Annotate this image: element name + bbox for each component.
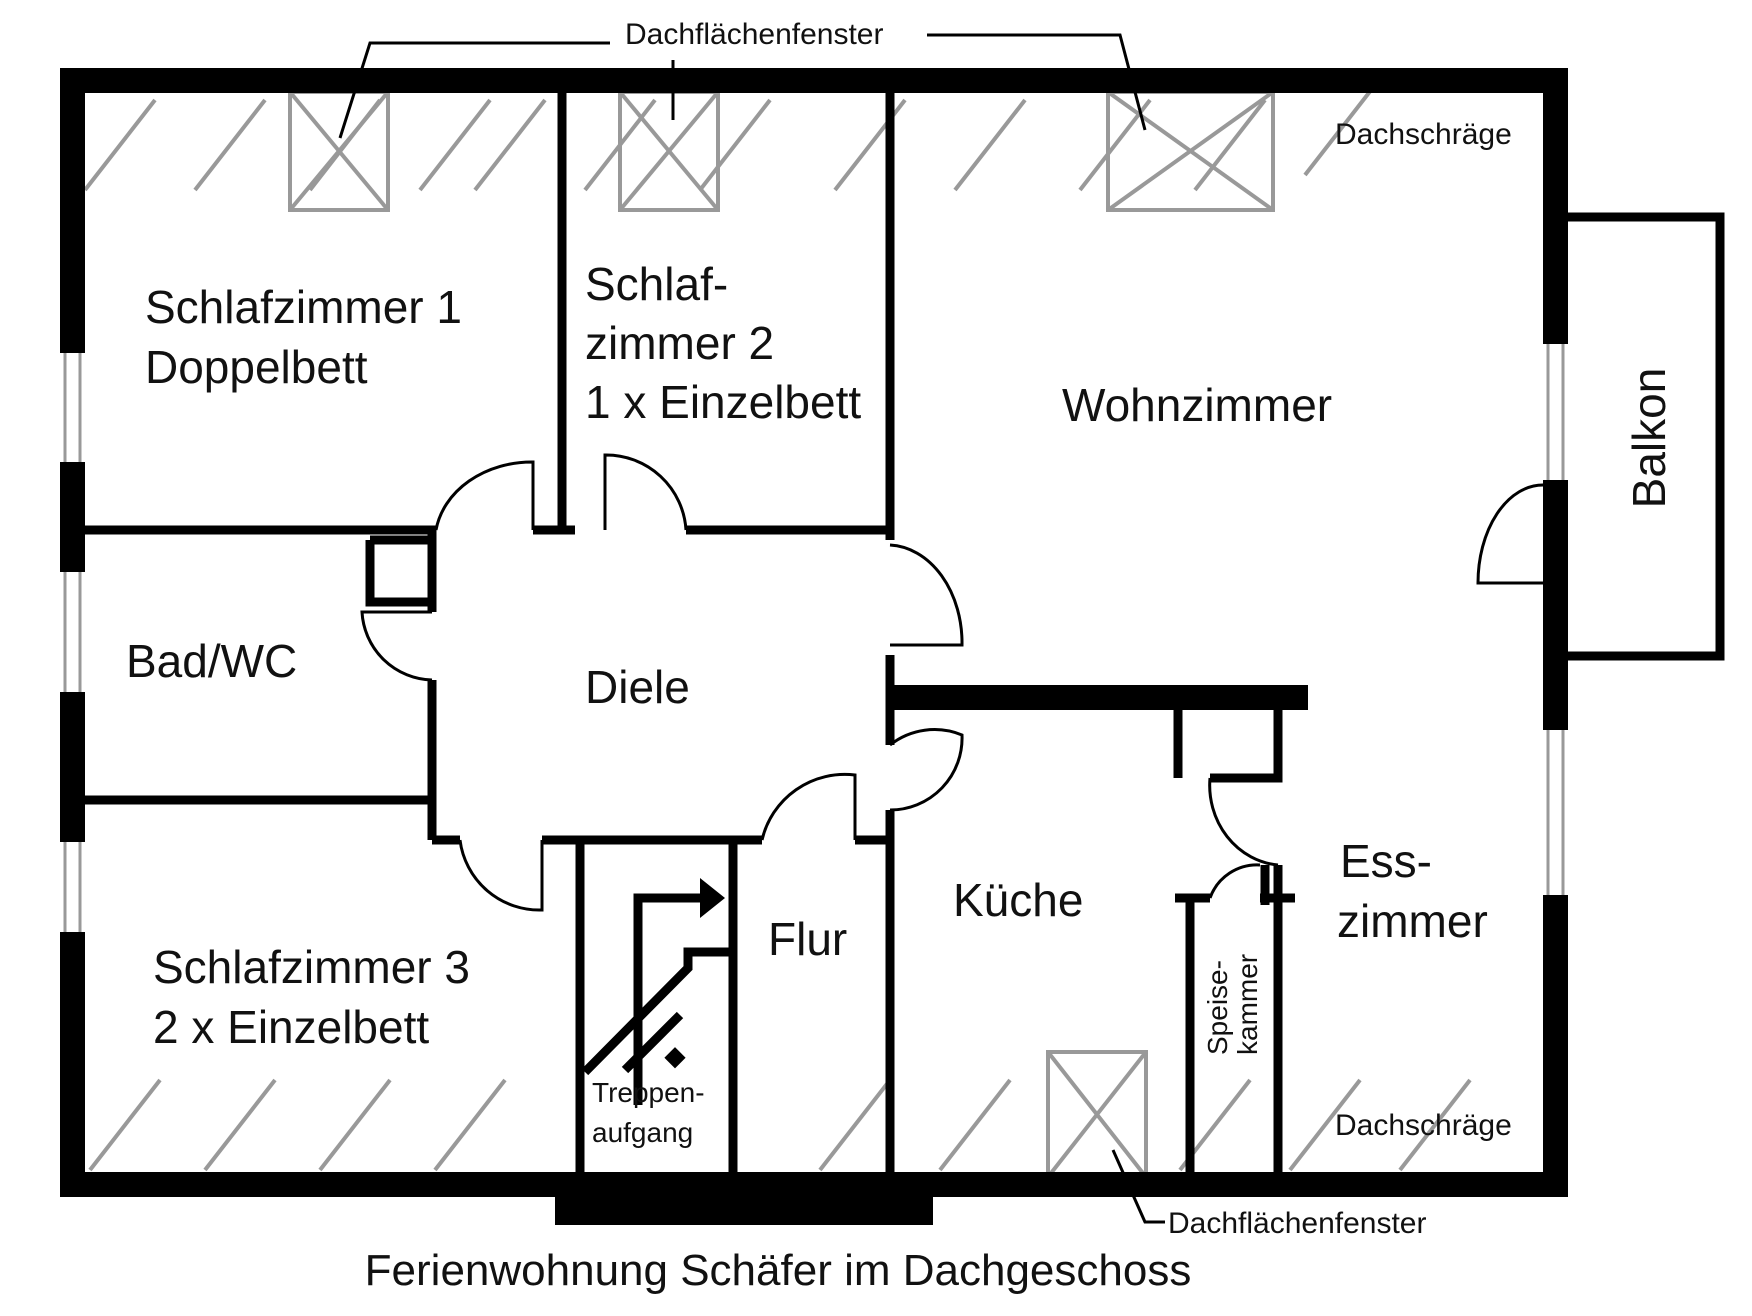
room-schlafzimmer1-line2: Doppelbett: [145, 341, 368, 393]
roof-slope-hatching-bottom: [88, 1078, 1472, 1172]
room-flur: Flur: [768, 913, 847, 965]
skylight-living-room: [1106, 90, 1275, 212]
slope-top-label: Dachschräge: [1335, 118, 1512, 151]
room-schlafzimmer3-line1: Schlafzimmer 3: [153, 941, 470, 993]
roof-slope-hatching-top: [83, 83, 1377, 192]
room-esszimmer-line1: Ess-: [1340, 835, 1432, 887]
skylight-bedroom1: [288, 90, 390, 212]
room-bad: Bad/WC: [126, 635, 297, 687]
room-speise-line1: Speise-: [1202, 960, 1233, 1055]
staircase: [581, 878, 733, 1105]
doors: [360, 453, 1544, 912]
room-treppe-line2: aufgang: [592, 1117, 693, 1148]
room-speise-line2: kammer: [1232, 954, 1263, 1055]
skylight-top-label: Dachflächenfenster: [625, 18, 884, 51]
skylight-kitchen: [1046, 1050, 1148, 1179]
skylight-bedroom2: [618, 90, 720, 212]
balcony-outline: [1568, 212, 1725, 661]
annotation-leaders: [338, 33, 1165, 1224]
room-schlafzimmer3-line2: 2 x Einzelbett: [153, 1001, 429, 1053]
wall-windows: [63, 344, 1565, 932]
room-schlafzimmer2-line1: Schlaf-: [585, 258, 728, 310]
outer-walls: [60, 68, 1568, 1225]
room-schlafzimmer1-line1: Schlafzimmer 1: [145, 281, 462, 333]
room-diele: Diele: [585, 661, 690, 713]
room-esszimmer-line2: zimmer: [1337, 895, 1488, 947]
skylight-bottom-label: Dachflächenfenster: [1168, 1207, 1427, 1240]
room-schlafzimmer2-line2: zimmer 2: [585, 317, 774, 369]
slope-bottom-label: Dachschräge: [1335, 1109, 1512, 1142]
room-schlafzimmer2-line3: 1 x Einzelbett: [585, 376, 861, 428]
room-wohnzimmer: Wohnzimmer: [1062, 379, 1332, 431]
plan-title: Ferienwohnung Schäfer im Dachgeschoss: [365, 1246, 1192, 1295]
room-balkon: Balkon: [1623, 368, 1675, 509]
room-kueche: Küche: [953, 874, 1083, 926]
interior-walls: [80, 93, 1308, 1172]
room-treppe-line1: Treppen-: [592, 1077, 705, 1108]
